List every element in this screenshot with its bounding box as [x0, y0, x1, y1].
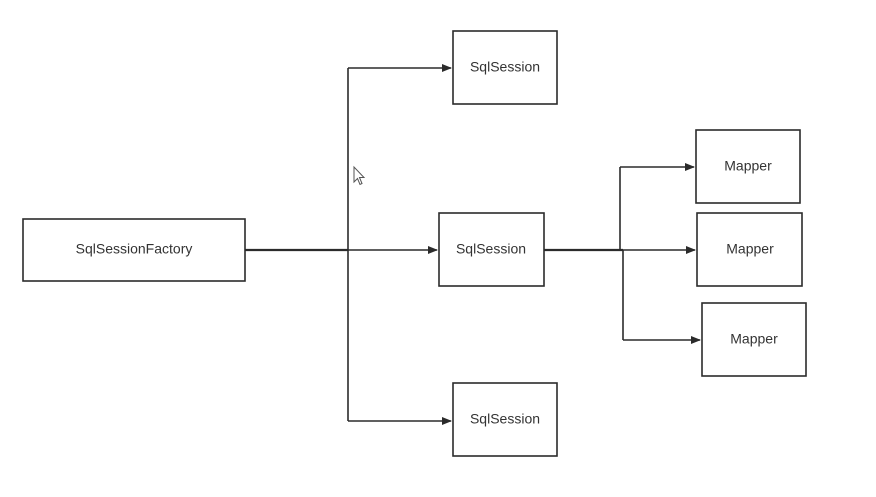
node-mapper-top[interactable]: Mapper — [695, 129, 801, 204]
node-label: SqlSession — [456, 241, 526, 257]
factory-connectors — [245, 64, 452, 425]
node-label: SqlSession — [470, 59, 540, 75]
node-label: Mapper — [730, 331, 778, 347]
node-label: SqlSessionFactory — [76, 241, 193, 257]
node-box — [695, 129, 801, 204]
session-connectors — [544, 163, 701, 344]
node-label: SqlSession — [470, 411, 540, 427]
node-box — [452, 30, 558, 105]
node-sqlsession-top[interactable]: SqlSession — [452, 30, 558, 105]
node-mapper-middle[interactable]: Mapper — [696, 212, 803, 287]
node-box — [22, 218, 246, 282]
node-box — [696, 212, 803, 287]
node-box — [452, 382, 558, 457]
node-label: Mapper — [726, 241, 774, 257]
node-label: Mapper — [724, 158, 772, 174]
node-box — [701, 302, 807, 377]
node-sqlsession-middle[interactable]: SqlSession — [438, 212, 545, 287]
node-box — [438, 212, 545, 287]
node-sqlsession-bottom[interactable]: SqlSession — [452, 382, 558, 457]
mouse-pointer-icon — [353, 165, 366, 186]
node-sqlsessionfactory[interactable]: SqlSessionFactory — [22, 218, 246, 282]
node-mapper-bottom[interactable]: Mapper — [701, 302, 807, 377]
